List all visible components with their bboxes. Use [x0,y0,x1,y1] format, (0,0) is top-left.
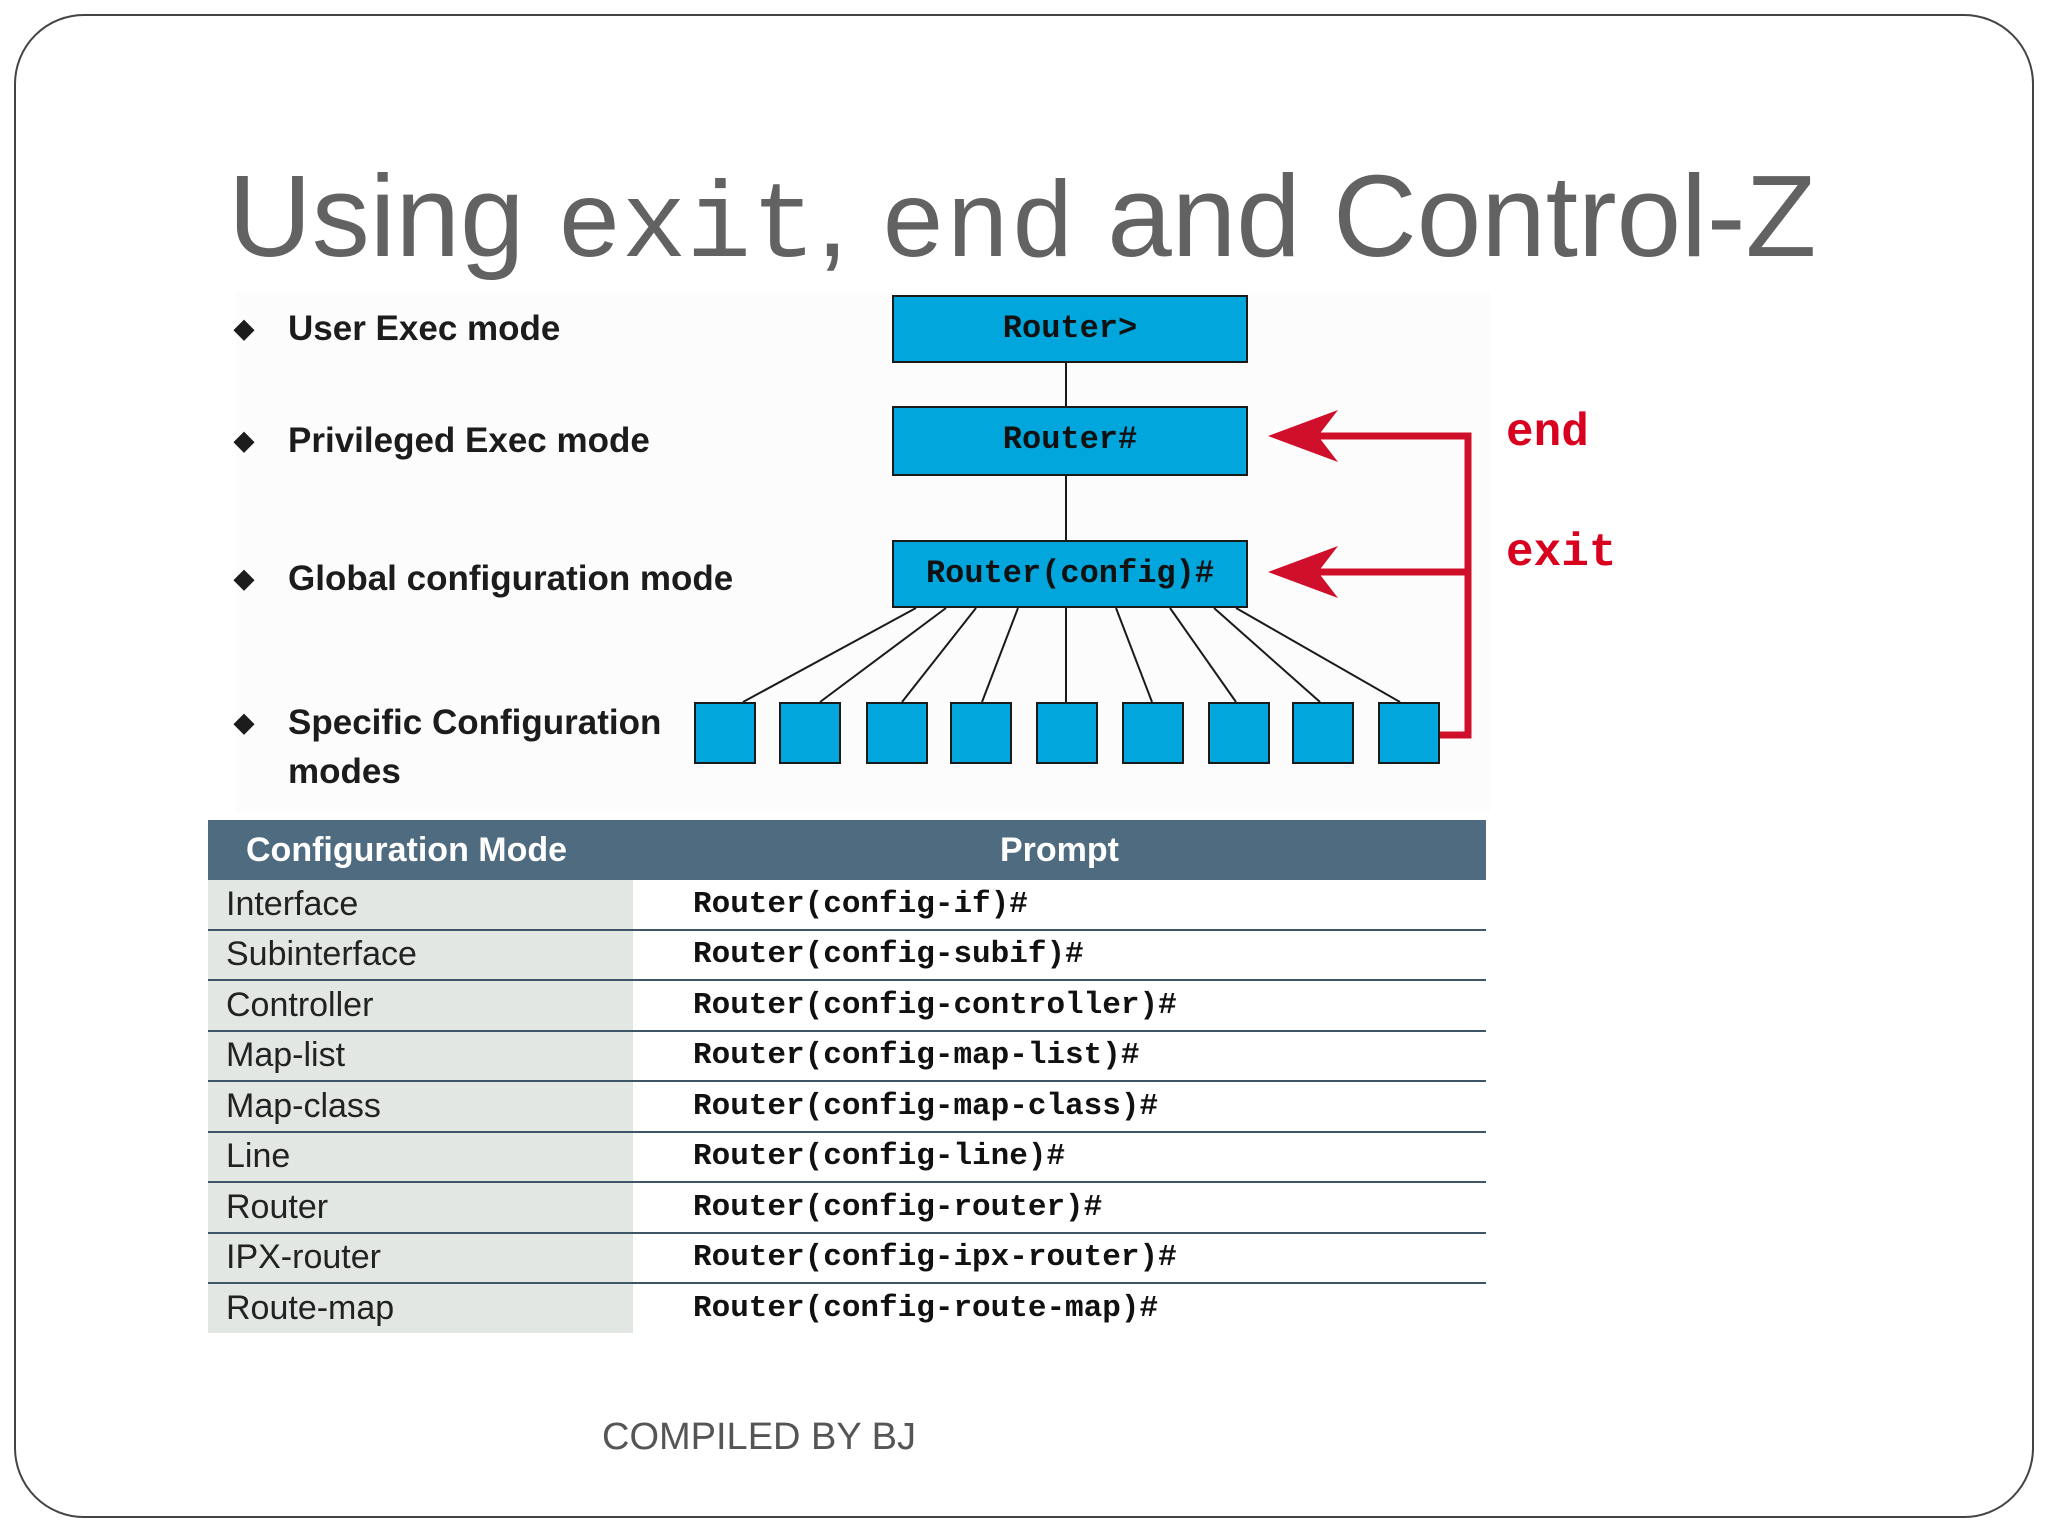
footer-credit: COMPILED BY BJ [602,1416,916,1458]
mode-cell: Router [208,1182,633,1234]
bullet-icon: ◆ [234,313,254,343]
specific-mode-box [1036,702,1098,764]
table-row: Controller Router(config-controller)# [208,980,1486,1032]
mode-cell: Subinterface [208,929,633,981]
fan-line [1235,607,1401,703]
table-row: Line Router(config-line)# [208,1131,1486,1183]
mode-cell: Controller [208,980,633,1032]
fan-line [901,607,977,703]
prompt-cell: Router(config-if)# [633,880,1486,931]
table-row: Map-class Router(config-map-class)# [208,1081,1486,1133]
bullet-icon: ◆ [234,707,254,737]
bullet-icon: ◆ [234,563,254,593]
arrow-head-to-priv [1268,410,1338,462]
table-row: Interface Router(config-if)# [208,880,1486,931]
specific-mode-box [694,702,756,764]
prompt-cell: Router(config-line)# [633,1131,1486,1183]
mode-label: Global configuration mode [288,559,734,598]
arrow-head-to-config [1268,546,1338,598]
mode-cell: Route-map [208,1283,633,1333]
prompt-cell: Router(config-ipx-router)# [633,1232,1486,1284]
prompt-cell: Router(config-route-map)# [693,1290,1159,1326]
fan-line [742,607,917,703]
router-privileged-box: Router# [892,406,1248,476]
table-row: Route-map Router(config-route-map)# [208,1283,1486,1333]
specific-mode-box [1122,702,1184,764]
title-prefix: Using [228,151,557,281]
title-end-command: end [880,167,1075,289]
mode-label: Privileged Exec mode [288,421,650,460]
column-header-mode: Configuration Mode [208,820,633,880]
bullet-icon: ◆ [234,425,254,455]
end-command-label: end [1506,407,1589,459]
mode-cell: IPX-router [208,1232,633,1284]
fan-line [1115,607,1153,703]
fan-line [981,607,1019,703]
mode-cell: Line [208,1131,633,1183]
exit-command-label: exit [1506,527,1617,579]
prompt-cell: Router(config-map-list)# [633,1030,1486,1082]
title-comma: , [816,151,881,281]
table-header-row: Configuration Mode Prompt [208,820,1486,880]
mode-cell: Interface [208,880,633,931]
title-suffix: and Control-Z [1074,151,1817,281]
table-row: Router Router(config-router)# [208,1182,1486,1234]
specific-mode-box [950,702,1012,764]
diagram-area [236,292,1490,812]
mode-cell: Map-class [208,1081,633,1133]
specific-mode-box [1378,702,1440,764]
table-row: Subinterface Router(config-subif)# [208,929,1486,981]
prompt-cell: Router(config-subif)# [633,929,1486,981]
mode-label-line1: Specific Configuration [288,703,662,742]
mode-label-line2: modes [288,752,401,791]
prompt-cell: Router(config-controller)# [633,980,1486,1032]
router-user-exec-box: Router> [892,295,1248,363]
return-arrow-path [1318,432,1472,739]
specific-mode-box [1208,702,1270,764]
router-global-config-box: Router(config)# [892,540,1248,608]
specific-mode-box [1292,702,1354,764]
table-row: Map-list Router(config-map-list)# [208,1030,1486,1082]
configuration-mode-table: Configuration Mode Prompt Interface Rout… [208,820,1486,1333]
column-header-prompt: Prompt [633,820,1486,880]
fan-line [1213,607,1321,703]
mode-label: User Exec mode [288,309,561,348]
slide-title: Using exit, end and Control-Z [228,158,1816,282]
fan-line [1169,607,1237,703]
prompt-cell: Router(config-map-class)# [633,1081,1486,1133]
specific-mode-box [779,702,841,764]
mode-cell: Map-list [208,1030,633,1082]
table-row: IPX-router Router(config-ipx-router)# [208,1232,1486,1284]
specific-mode-box [866,702,928,764]
fan-line [819,607,947,703]
hierarchy-lines [742,363,1401,703]
prompt-cell: Router(config-router)# [633,1182,1486,1234]
title-exit-command: exit [556,167,817,289]
